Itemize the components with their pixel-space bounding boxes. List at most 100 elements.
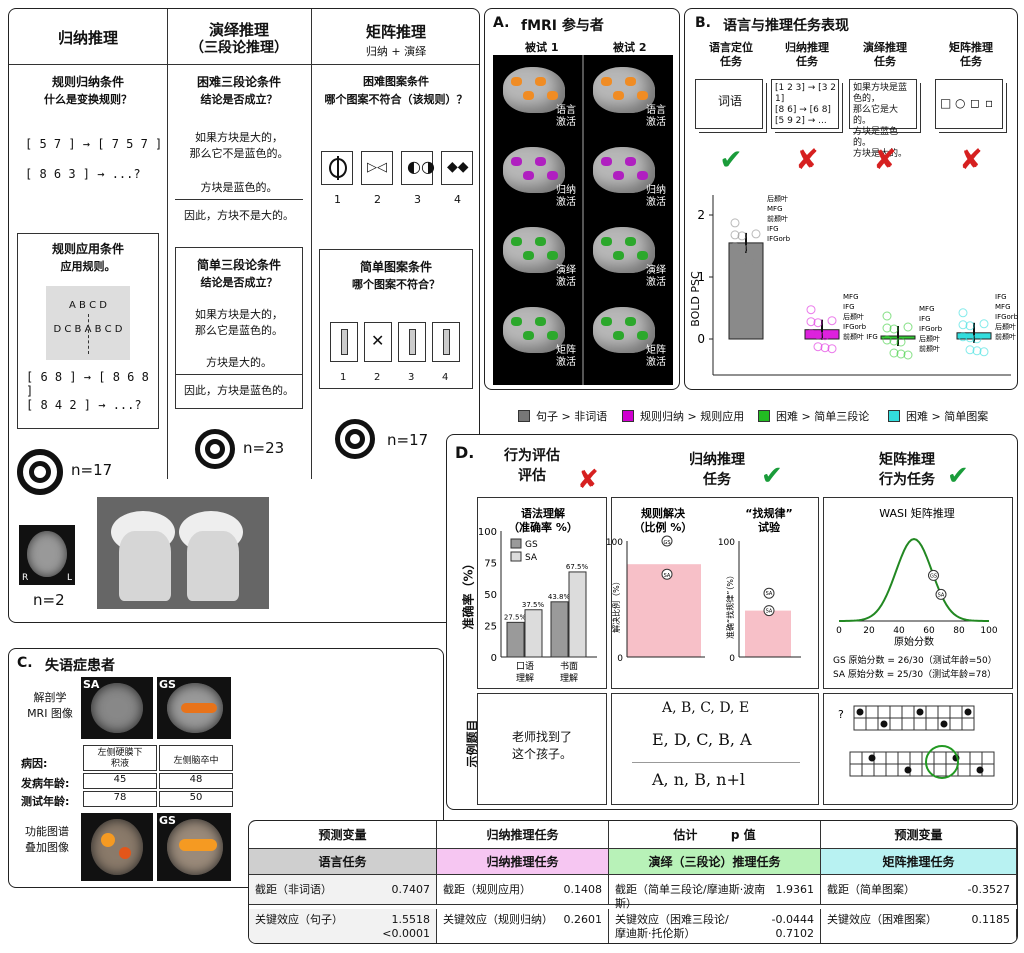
svg-text:SA: SA bbox=[766, 609, 773, 615]
svg-text:SA: SA bbox=[664, 573, 671, 579]
x-axis-label: 原始分数 bbox=[894, 635, 934, 648]
deduction-subtitle: （三段论推理） bbox=[190, 40, 288, 56]
svg-text:GS: GS bbox=[930, 573, 937, 579]
hard-syllogism-question: 结论是否成立？ bbox=[200, 93, 278, 106]
matrix-cell bbox=[865, 705, 879, 719]
cross-icon: ✘ bbox=[577, 465, 599, 495]
participant-point bbox=[737, 255, 747, 265]
induction-example: A, B, C, D, E E, D, C, B, A A, n, B, n+l bbox=[611, 693, 819, 805]
task-name: 演绎推理 任务 bbox=[863, 41, 907, 68]
y-axis-label: 解决比例（%） bbox=[611, 577, 621, 633]
brain-activation-map bbox=[503, 227, 565, 273]
matrix-cell bbox=[861, 763, 875, 777]
participant-point bbox=[965, 345, 975, 355]
brain-activation-map bbox=[503, 307, 565, 353]
participant-point bbox=[889, 324, 899, 334]
brain-activation-map bbox=[503, 67, 565, 113]
participant-point bbox=[730, 242, 740, 252]
participant-point bbox=[889, 348, 899, 358]
x-tick: 40 bbox=[893, 626, 905, 636]
rule-application-title: 规则应用条件 bbox=[51, 242, 124, 256]
matrix-cell bbox=[873, 763, 887, 777]
activation-label: 矩阵 激活 bbox=[646, 345, 666, 368]
brain-activation-map bbox=[593, 67, 655, 113]
participant-point bbox=[737, 243, 747, 253]
y-axis-label: BOLD PSC bbox=[689, 271, 702, 327]
sa-marker bbox=[763, 605, 775, 617]
participant-point bbox=[820, 331, 830, 341]
x-tick: 20 bbox=[863, 626, 875, 636]
matrix-cell bbox=[901, 705, 915, 719]
grammar-bar bbox=[524, 609, 543, 658]
table-header: 估计 p 值 bbox=[609, 821, 821, 849]
svg-text:GS: GS bbox=[663, 540, 670, 546]
wasi-gs-score: GS 原始分数 = 26/30（测试年龄=50） bbox=[833, 654, 997, 666]
matrix-cell bbox=[981, 763, 995, 777]
panel-b: B. 语言与推理任务表现 语言定位 任务词语✔归纳推理 任务[1 2 3] → … bbox=[684, 8, 1019, 390]
rule-bar bbox=[627, 564, 701, 657]
matrix-cell bbox=[909, 751, 923, 765]
grammar-bar bbox=[568, 571, 587, 658]
example-3: [ 6 8 ] → [ 8 6 8 ] bbox=[26, 370, 149, 398]
svg-text:WASI 矩阵推理: WASI 矩阵推理 bbox=[879, 506, 955, 520]
matrix-title: 矩阵推理 bbox=[365, 23, 426, 41]
y-axis-label: 准确“找规律”（%） bbox=[725, 571, 735, 639]
matrix-cell bbox=[849, 763, 863, 777]
n-induction: n=17 bbox=[71, 461, 113, 479]
sa-marker bbox=[763, 587, 775, 599]
x-tick: 口语 bbox=[516, 661, 534, 672]
x-tick: 书面 bbox=[560, 661, 578, 672]
rule-application-question: 应用规则。 bbox=[60, 260, 116, 273]
n-deduction: n=23 bbox=[243, 439, 285, 457]
brain-logo-icon bbox=[195, 429, 235, 469]
wasi-sa-score: SA 原始分数 = 25/30（测试年龄=78） bbox=[833, 668, 996, 680]
conclusion-2: 因此，方块是蓝色的。 bbox=[184, 384, 294, 397]
participant-point bbox=[903, 322, 913, 332]
roi-label: 后颞叶 bbox=[767, 194, 788, 203]
roi-label: 前颞叶 bbox=[995, 332, 1016, 341]
check-icon: ✔ bbox=[761, 461, 783, 491]
svg-text:100: 100 bbox=[718, 538, 735, 548]
matrix-cell bbox=[849, 751, 863, 765]
roi-label: IFGorb bbox=[767, 235, 791, 243]
participant-point bbox=[827, 316, 837, 326]
matrix-cell bbox=[969, 751, 983, 765]
participant-point bbox=[744, 256, 754, 266]
svg-text:SA: SA bbox=[766, 591, 773, 597]
activation-label: 演绎 激活 bbox=[646, 265, 666, 288]
task-name: 语言定位 任务 bbox=[709, 41, 753, 68]
cross-icon: ✘ bbox=[795, 143, 819, 176]
matrix-cell bbox=[933, 763, 947, 777]
activation-label: 语言 激活 bbox=[556, 105, 576, 128]
grammar-example: 老师找到了 这个孩子。 bbox=[477, 693, 607, 805]
matrix-cell bbox=[853, 717, 867, 731]
matrix-cell bbox=[949, 705, 963, 719]
participant-point bbox=[744, 244, 754, 254]
matrix-cell bbox=[873, 751, 887, 765]
data-label: 27.5% bbox=[504, 613, 527, 621]
table-header: 预测变量 bbox=[821, 821, 1017, 849]
roi-label: MFG bbox=[919, 305, 935, 313]
activation-label: 归纳 激活 bbox=[556, 185, 576, 208]
behavioral-charts: 语法理解（准确率 %）0255075100GS27.5%43.8%SA37.5%… bbox=[478, 506, 998, 684]
wasi-curve bbox=[838, 537, 990, 622]
matrix-cell bbox=[957, 763, 971, 777]
deduction-title: 演绎推理 bbox=[208, 21, 269, 39]
task-stimulus: [1 2 3] → [3 2 1] [8 6] → [6 8] [5 9 2] … bbox=[771, 79, 839, 129]
legend-label: GS bbox=[525, 540, 538, 550]
x-tick: 60 bbox=[923, 626, 935, 636]
matrix-cell bbox=[957, 751, 971, 765]
rule-induction-question: 什么是变换规则？ bbox=[44, 93, 132, 106]
legend-label: SA bbox=[525, 553, 538, 563]
matrix-cell bbox=[937, 705, 951, 719]
easy-syllogism-box: 简单三段论条件 结论是否成立？ 如果方块是大的， 那么它是蓝色的。 方块是大的。… bbox=[175, 247, 303, 409]
legend-swatch bbox=[510, 538, 522, 549]
easy-pattern-box: 简单图案条件 哪个图案不符合？ ✕ 1 2 3 4 bbox=[319, 249, 473, 389]
y-tick: 50 bbox=[484, 590, 497, 601]
task-name: 归纳推理 任务 bbox=[785, 41, 829, 68]
matrix-cell bbox=[933, 751, 947, 765]
svg-text:100: 100 bbox=[606, 538, 623, 548]
table-row: 关键效应（困难三段论/ 摩迪斯·托伦斯）-0.0444 0.7102 bbox=[609, 909, 821, 943]
